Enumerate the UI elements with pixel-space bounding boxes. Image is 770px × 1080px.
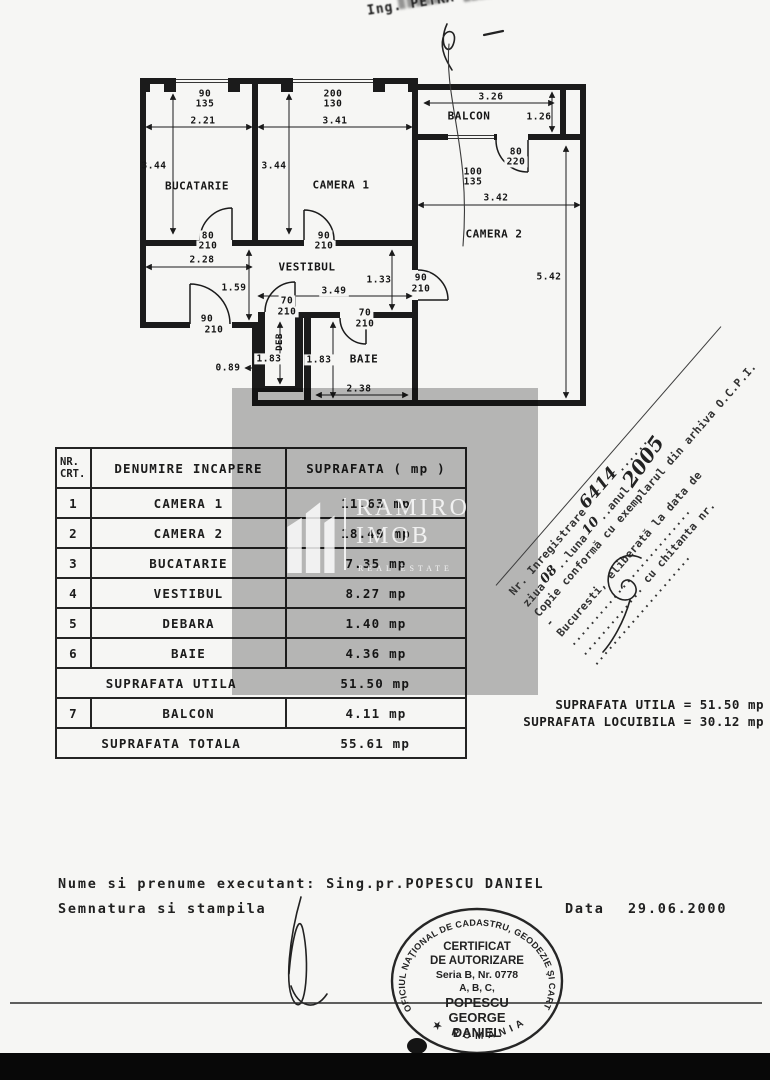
plan-label: 80 <box>510 147 522 158</box>
floor-plan: 901352.213.44BUCATARIE2001303.413.44CAME… <box>140 78 586 406</box>
engineer-stamp: Ing. PETRA ▒▒▒▒▒▒▒▒ <box>366 0 524 19</box>
plan-label: 210 <box>412 284 431 295</box>
stamp-line-abc: A, B, C, <box>459 983 495 994</box>
plan-label: VESTIBUL <box>279 261 336 274</box>
executor-name: Sing.pr.POPESCU DANIEL <box>326 876 545 892</box>
certification-stamp: OFICIUL NAŢIONAL DE CADASTRU, GEODEZIE Ş… <box>380 902 564 1055</box>
plan-label: CAMERA 1 <box>313 179 370 192</box>
plan-label: 100 <box>464 167 483 178</box>
plan-label: 3.44 <box>262 161 287 172</box>
watermark-gray-band <box>232 388 538 695</box>
total-label: SUPRAFATA TOTALA <box>101 735 242 751</box>
engineer-stamp-illegible: ▒▒▒▒▒▒▒▒ <box>462 0 524 3</box>
plan-label: 1.59 <box>222 283 247 294</box>
plan-windows <box>176 78 494 140</box>
nr-cell: 3 <box>55 547 92 579</box>
plan-label: 80 <box>202 231 214 242</box>
plan-label: 2.21 <box>191 116 216 127</box>
plan-label: 90 <box>318 231 330 242</box>
plan-label: 135 <box>196 99 215 110</box>
summary-locuibila: SUPRAFATA LOCUIBILA = 30.12 mp <box>523 714 764 729</box>
plan-label: DEB <box>275 333 285 351</box>
watermark-brand-bottom: IMOB <box>356 523 431 549</box>
buildings-icon <box>287 502 335 573</box>
nr-cell: 5 <box>55 607 92 639</box>
plan-label: 3.44 <box>142 161 167 172</box>
engineer-stamp-text: Ing. PETRA <box>366 0 456 19</box>
executor-label: Nume si prenume executant: <box>58 876 317 892</box>
plan-label: 210 <box>199 241 218 252</box>
watermark-brand-top: RAMIRO <box>356 495 471 521</box>
top-signature-squiggle <box>441 23 456 71</box>
plan-label: 135 <box>464 177 483 188</box>
plan-label: BALCON <box>448 110 491 123</box>
plan-label: BUCATARIE <box>165 180 229 193</box>
bottom-black-bar <box>0 1053 770 1080</box>
plan-label: 70 <box>359 308 371 319</box>
plan-label: 3.49 <box>322 286 347 297</box>
plan-label: 210 <box>205 325 224 336</box>
executor-signature <box>287 896 308 1006</box>
plan-label: BAIE <box>350 353 379 366</box>
table-row: SUPRAFATA TOTALA 55.61 mp <box>55 727 467 759</box>
stamp-line-daniel: DANIEL <box>453 1025 501 1040</box>
plan-dimension-lines <box>145 91 581 399</box>
plan-label: 210 <box>278 307 297 318</box>
nr-cell: 6 <box>55 637 92 669</box>
stamp-line-george: GEORGE <box>448 1010 505 1025</box>
room-name-cell: BALCON <box>90 697 287 729</box>
summary-utila: SUPRAFATA UTILA = 51.50 mp <box>555 697 764 712</box>
stamp-line-popescu: POPESCU <box>445 995 509 1010</box>
total-label: SUPRAFATA UTILA <box>105 675 237 691</box>
plan-label: 1.83 <box>257 354 282 365</box>
date-label: Data <box>565 901 605 917</box>
ramiro-imob-watermark: RAMIRO IMOB REAL ESTATE <box>282 494 472 580</box>
nr-cell: 2 <box>55 517 92 549</box>
plan-label: 200 <box>324 89 343 100</box>
logo-divider <box>344 498 346 570</box>
signature-label: Semnatura si stampila <box>58 901 267 917</box>
nr-cell: 4 <box>55 577 92 609</box>
area-summary: SUPRAFATA UTILA = 51.50 mp SUPRAFATA LOC… <box>516 696 764 730</box>
plan-label: 3.42 <box>484 193 509 204</box>
stamp-line-autorizare: DE AUTORIZARE <box>430 955 524 967</box>
area-value-cell: 4.11 mp <box>285 697 467 729</box>
plan-label: 3.41 <box>323 116 348 127</box>
plan-label: 70 <box>281 296 293 307</box>
watermark-tagline: REAL ESTATE <box>358 564 453 573</box>
plan-label: 1.83 <box>307 355 332 366</box>
executor-line: Nume si prenume executant: Sing.pr.POPES… <box>58 876 544 892</box>
plan-label: 210 <box>315 241 334 252</box>
total-row-cell: SUPRAFATA TOTALA 55.61 mp <box>55 727 467 759</box>
plan-label: 210 <box>356 319 375 330</box>
plan-label: 3.26 <box>479 92 504 103</box>
executor-signature-loop <box>290 985 328 1006</box>
date-value: 29.06.2000 <box>628 901 728 917</box>
plan-label: 90 <box>201 314 213 325</box>
top-signature-dash <box>482 29 505 37</box>
plan-label: 1.33 <box>367 275 392 286</box>
total-value: 55.61 mp <box>340 735 411 751</box>
plan-label: CAMERA 2 <box>466 228 523 241</box>
plan-label: 0.89 <box>216 363 241 374</box>
nr-cell: 1 <box>55 487 92 519</box>
plan-label: 5.42 <box>537 272 562 283</box>
plan-label: 90 <box>199 89 211 100</box>
plan-label: 220 <box>507 157 526 168</box>
header-nr-crt: NR. CRT. <box>55 447 92 489</box>
stamp-line-certificat: CERTIFICAT <box>443 941 511 953</box>
plan-label: 1.26 <box>527 112 552 123</box>
plan-label: 90 <box>415 273 427 284</box>
nr-cell: 7 <box>55 697 92 729</box>
plan-label: 130 <box>324 99 343 110</box>
plan-label: 2.28 <box>190 255 215 266</box>
stamp-line-seria: Seria B, Nr. 0778 <box>436 969 518 981</box>
